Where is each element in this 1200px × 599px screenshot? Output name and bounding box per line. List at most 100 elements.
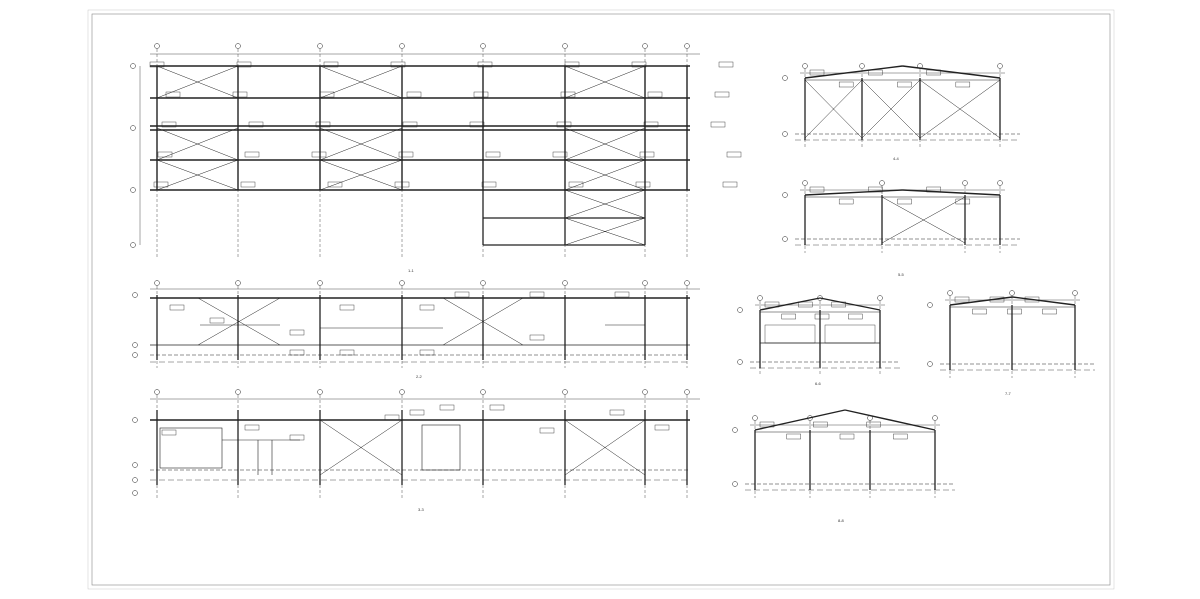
member-tag xyxy=(454,291,470,298)
member-tag xyxy=(165,91,181,98)
bracing xyxy=(156,127,239,161)
member-tag xyxy=(556,121,572,128)
member-tag xyxy=(726,151,742,158)
grid-bubble xyxy=(927,361,933,367)
member-tag xyxy=(560,91,576,98)
member-tag xyxy=(489,404,505,411)
grid-bubble xyxy=(562,280,568,286)
bracing xyxy=(919,79,1001,139)
member-tag xyxy=(866,421,881,428)
member-tag xyxy=(406,91,422,98)
member-tag xyxy=(319,91,335,98)
member-tag xyxy=(809,69,825,76)
bracing xyxy=(564,419,646,476)
member-tag xyxy=(831,301,846,308)
grid-bubble xyxy=(642,43,648,49)
grid-bubble xyxy=(154,389,160,395)
member-tag xyxy=(384,414,400,421)
member-tag xyxy=(473,91,489,98)
bracing xyxy=(156,159,239,191)
grid-bubble xyxy=(752,415,758,421)
member-tag xyxy=(568,181,584,188)
member-tag xyxy=(419,349,435,356)
grid-bubble xyxy=(877,295,883,301)
member-tag xyxy=(289,349,305,356)
bracing xyxy=(442,297,524,346)
grid-bubble xyxy=(802,180,808,186)
member-tag xyxy=(838,81,854,88)
grid-bubble xyxy=(782,131,788,137)
rafter xyxy=(819,297,881,311)
rafter xyxy=(804,65,903,79)
member-tag xyxy=(868,186,883,193)
member-tag xyxy=(635,181,651,188)
member-tag xyxy=(529,291,545,298)
grid-bubble xyxy=(130,187,136,193)
member-tag xyxy=(398,151,414,158)
member-tag xyxy=(485,151,501,158)
rafter xyxy=(804,189,903,196)
member-tag xyxy=(289,434,305,441)
grid-bubble xyxy=(932,415,938,421)
grid-bubble xyxy=(859,63,865,69)
member-tag xyxy=(838,198,854,205)
grid-bubble xyxy=(399,389,405,395)
sheet-border xyxy=(91,13,1111,586)
member-tag xyxy=(315,121,331,128)
member-tag xyxy=(809,186,825,193)
grid-bubble xyxy=(997,63,1003,69)
grid-bubble xyxy=(879,180,885,186)
grid-bubble xyxy=(399,43,405,49)
member-tag xyxy=(868,69,883,76)
member-tag xyxy=(989,296,1005,303)
member-tag xyxy=(955,81,971,88)
bracing xyxy=(319,419,403,476)
member-tag xyxy=(161,429,177,436)
member-tag xyxy=(647,91,663,98)
grid-bubble xyxy=(802,63,808,69)
member-tag xyxy=(639,151,655,158)
member-tag xyxy=(248,121,264,128)
mezzanine-frame xyxy=(159,427,223,469)
member-tag xyxy=(323,61,339,68)
grid-bubble xyxy=(132,292,138,298)
member-tag xyxy=(153,181,169,188)
member-tag xyxy=(439,404,455,411)
member-tag xyxy=(798,301,813,308)
member-tag xyxy=(209,317,225,324)
bracing xyxy=(564,127,646,161)
member-tag xyxy=(240,181,256,188)
member-tag xyxy=(402,121,418,128)
room-outline xyxy=(824,324,876,344)
member-tag xyxy=(539,427,555,434)
grid-bubble xyxy=(732,427,738,433)
member-tag xyxy=(714,91,730,98)
caption-elevation-1: 2-2 xyxy=(416,374,422,379)
member-tag xyxy=(339,304,355,311)
member-tag xyxy=(1024,296,1040,303)
member-tag xyxy=(339,349,355,356)
member-tag xyxy=(786,433,801,440)
bracing xyxy=(881,196,966,244)
grid-bubble xyxy=(480,43,486,49)
member-tag xyxy=(897,81,912,88)
member-tag xyxy=(1042,308,1057,315)
grid-bubble xyxy=(235,280,241,286)
caption-section-e: 8-8 xyxy=(838,518,844,523)
member-tag xyxy=(1007,308,1022,315)
member-tag xyxy=(244,424,260,431)
member-tag xyxy=(157,151,173,158)
grid-bubble xyxy=(732,481,738,487)
grid-bubble xyxy=(684,389,690,395)
grid-bubble xyxy=(132,490,138,496)
member-tag xyxy=(161,121,177,128)
grid-bubble xyxy=(757,295,763,301)
member-tag xyxy=(469,121,485,128)
member-tag xyxy=(972,308,987,315)
bracing xyxy=(564,217,646,246)
grid-bubble xyxy=(782,236,788,242)
grid-bubble xyxy=(130,125,136,131)
grid-bubble xyxy=(154,280,160,286)
grid-bubble xyxy=(782,75,788,81)
